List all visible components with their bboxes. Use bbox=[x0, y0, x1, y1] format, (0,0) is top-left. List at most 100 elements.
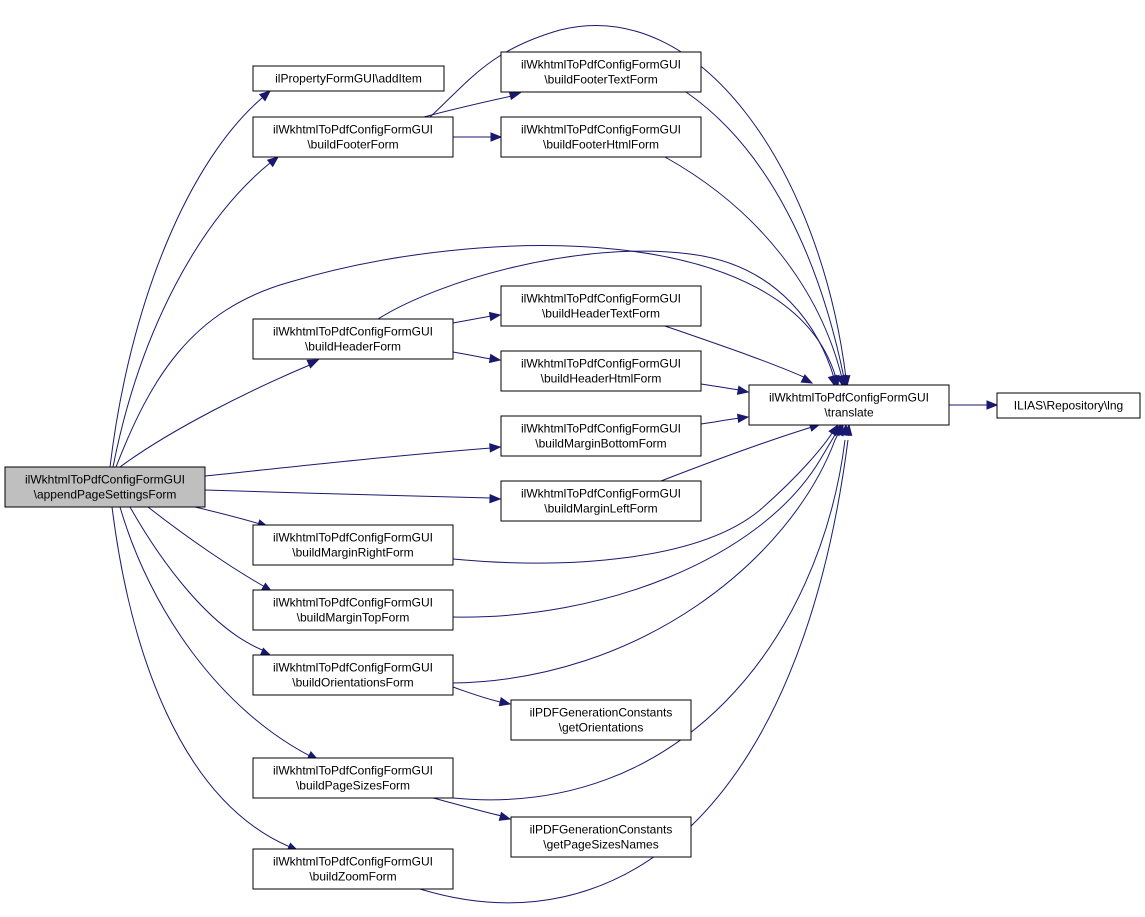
arrow-head-icon bbox=[498, 696, 512, 707]
node-addItem[interactable]: ilPropertyFormGUI\addItem bbox=[252, 65, 445, 92]
arrow-head-icon bbox=[835, 374, 846, 388]
node-headerText[interactable]: ilWkhtmlToPdfConfigFormGUI\buildHeaderTe… bbox=[500, 285, 702, 327]
edge-line bbox=[432, 797, 503, 817]
node-method-label: \buildFooterTextForm bbox=[544, 73, 657, 87]
node-box bbox=[510, 699, 692, 741]
node-class-label: ilWkhtmlToPdfConfigFormGUI bbox=[273, 325, 433, 339]
edge-translate-to-lng bbox=[949, 400, 999, 410]
node-class-label: ilWkhtmlToPdfConfigFormGUI bbox=[273, 123, 433, 137]
node-lng[interactable]: ILIAS\Repository\lng bbox=[996, 392, 1141, 419]
node-footerHtml[interactable]: ilWkhtmlToPdfConfigFormGUI\buildFooterHt… bbox=[500, 116, 702, 158]
edge-line bbox=[119, 506, 313, 758]
arrow-head-icon bbox=[490, 132, 503, 142]
edge-line bbox=[664, 325, 807, 379]
node-box bbox=[252, 65, 445, 92]
node-class-label: ilPropertyFormGUI\addItem bbox=[275, 72, 422, 86]
arrow-head-icon bbox=[986, 400, 999, 410]
edge-line bbox=[452, 315, 492, 324]
node-zoom[interactable]: ilWkhtmlToPdfConfigFormGUI\buildZoomForm bbox=[252, 848, 454, 890]
edge-header-to-translate bbox=[377, 250, 837, 388]
node-marginTop[interactable]: ilWkhtmlToPdfConfigFormGUI\buildMarginTo… bbox=[252, 589, 454, 631]
node-box bbox=[500, 116, 702, 158]
edge-line bbox=[204, 447, 492, 477]
edge-root-to-marginLeft bbox=[204, 489, 502, 504]
node-box bbox=[252, 848, 454, 890]
node-box bbox=[500, 350, 702, 392]
arrow-head-icon bbox=[266, 156, 280, 168]
node-root[interactable]: ilWkhtmlToPdfConfigFormGUI\appendPageSet… bbox=[4, 466, 206, 508]
node-method-label: \buildFooterHtmlForm bbox=[543, 138, 659, 152]
arrow-head-icon bbox=[489, 443, 502, 453]
arrow-head-icon bbox=[736, 413, 750, 424]
node-method-label: \buildMarginBottomForm bbox=[535, 437, 666, 451]
edge-line bbox=[129, 506, 266, 652]
arrow-head-icon bbox=[488, 311, 502, 322]
node-box bbox=[4, 466, 206, 508]
node-class-label: ilWkhtmlToPdfConfigFormGUI bbox=[273, 596, 433, 610]
node-box bbox=[500, 480, 702, 522]
node-class-label: ILIAS\Repository\lng bbox=[1014, 399, 1123, 413]
node-orient[interactable]: ilWkhtmlToPdfConfigFormGUI\buildOrientat… bbox=[252, 654, 454, 696]
node-getPageSizes[interactable]: ilPDFGenerationConstants\getPageSizesNam… bbox=[510, 816, 692, 858]
arrow-head-icon bbox=[827, 374, 837, 388]
edge-orient-to-getOrient bbox=[452, 686, 512, 707]
node-translate[interactable]: ilWkhtmlToPdfConfigFormGUI\translate bbox=[748, 384, 950, 426]
edge-line bbox=[452, 439, 846, 801]
edge-line bbox=[109, 97, 263, 468]
arrow-head-icon bbox=[498, 811, 512, 821]
node-footerText[interactable]: ilWkhtmlToPdfConfigFormGUI\buildFooterTe… bbox=[500, 51, 702, 93]
edge-line bbox=[685, 91, 845, 379]
node-method-label: \buildOrientationsForm bbox=[292, 676, 413, 690]
node-box bbox=[252, 654, 454, 696]
edge-line bbox=[111, 506, 291, 848]
edge-line bbox=[452, 686, 501, 703]
node-footer[interactable]: ilWkhtmlToPdfConfigFormGUI\buildFooterFo… bbox=[252, 116, 454, 158]
edge-footerHtml-to-translate bbox=[664, 156, 846, 388]
node-class-label: ilWkhtmlToPdfConfigFormGUI bbox=[273, 531, 433, 545]
edge-line bbox=[660, 426, 813, 482]
edge-line bbox=[115, 245, 837, 468]
node-class-label: ilWkhtmlToPdfConfigFormGUI bbox=[521, 58, 681, 72]
node-method-label: \buildPageSizesForm bbox=[296, 779, 410, 793]
node-box bbox=[996, 392, 1141, 419]
node-headerHtml[interactable]: ilWkhtmlToPdfConfigFormGUI\buildHeaderHt… bbox=[500, 350, 702, 392]
edge-line bbox=[452, 351, 492, 360]
node-method-label: \buildHeaderTextForm bbox=[542, 307, 660, 321]
edge-root-to-header bbox=[119, 359, 320, 468]
node-getOrient[interactable]: ilPDFGenerationConstants\getOrientations bbox=[510, 699, 692, 741]
edge-line bbox=[147, 506, 266, 588]
node-marginBottom[interactable]: ilWkhtmlToPdfConfigFormGUI\buildMarginBo… bbox=[500, 415, 702, 457]
node-box bbox=[252, 757, 454, 799]
arrow-head-icon bbox=[800, 374, 814, 384]
node-marginRight[interactable]: ilWkhtmlToPdfConfigFormGUI\buildMarginRi… bbox=[252, 524, 454, 566]
node-box bbox=[500, 415, 702, 457]
edge-line bbox=[377, 250, 835, 379]
node-class-label: ilWkhtmlToPdfConfigFormGUI bbox=[521, 292, 681, 306]
node-header[interactable]: ilWkhtmlToPdfConfigFormGUI\buildHeaderFo… bbox=[252, 318, 454, 360]
node-class-label: ilPDFGenerationConstants bbox=[530, 823, 673, 837]
node-box bbox=[500, 51, 702, 93]
node-class-label: ilPDFGenerationConstants bbox=[530, 706, 673, 720]
node-class-label: ilWkhtmlToPdfConfigFormGUI bbox=[769, 391, 929, 405]
node-class-label: ilWkhtmlToPdfConfigFormGUI bbox=[273, 764, 433, 778]
edge-line bbox=[204, 489, 492, 499]
node-marginLeft[interactable]: ilWkhtmlToPdfConfigFormGUI\buildMarginLe… bbox=[500, 480, 702, 522]
edge-headerText-to-translate bbox=[664, 325, 814, 384]
node-box bbox=[252, 589, 454, 631]
edge-line bbox=[119, 363, 313, 468]
node-box bbox=[252, 524, 454, 566]
node-method-label: \buildHeaderHtmlForm bbox=[541, 372, 662, 386]
edge-line bbox=[429, 25, 847, 379]
arrow-head-icon bbox=[736, 385, 750, 395]
node-class-label: ilWkhtmlToPdfConfigFormGUI bbox=[273, 661, 433, 675]
edge-header-to-headerHtml bbox=[452, 351, 502, 364]
edge-line bbox=[664, 156, 843, 379]
edge-headerHtml-to-translate bbox=[700, 383, 750, 395]
node-method-label: \buildMarginRightForm bbox=[292, 546, 413, 560]
node-pageSizes[interactable]: ilWkhtmlToPdfConfigFormGUI\buildPageSize… bbox=[252, 757, 454, 799]
edge-pageSizes-to-getPageSizes bbox=[432, 797, 512, 821]
edge-line bbox=[452, 429, 835, 564]
arrow-head-icon bbox=[306, 359, 320, 369]
node-box bbox=[500, 285, 702, 327]
